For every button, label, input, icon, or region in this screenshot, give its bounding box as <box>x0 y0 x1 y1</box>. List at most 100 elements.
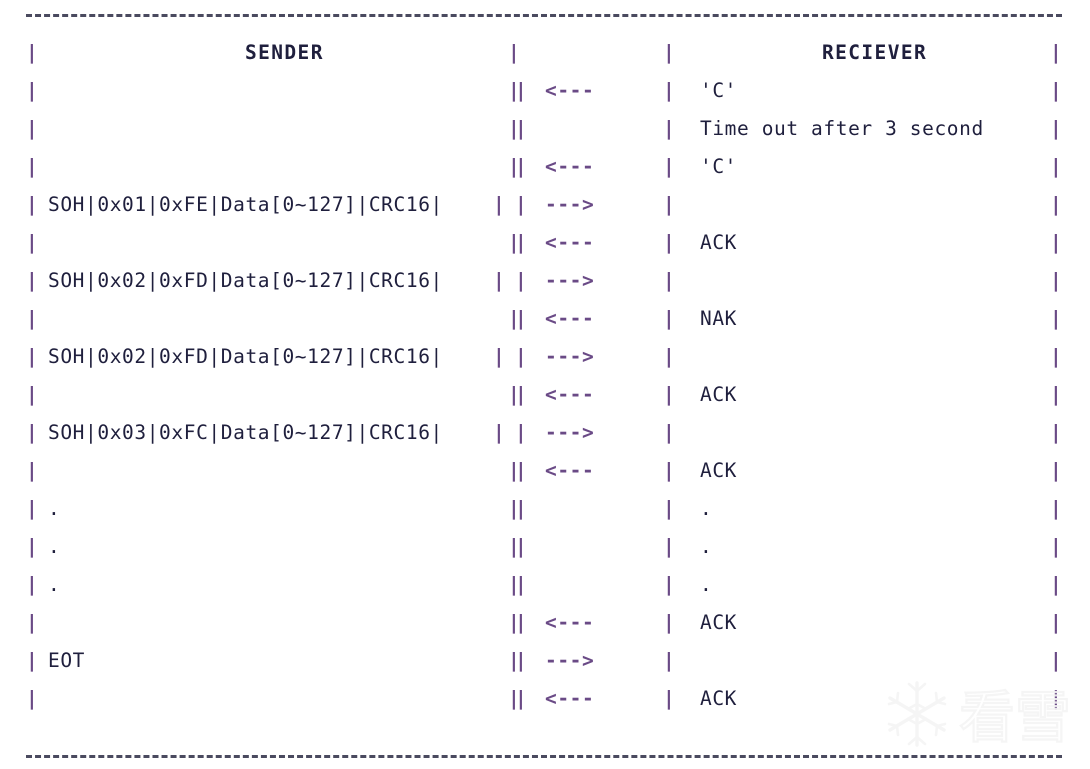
receiver-message: ACK <box>700 459 738 482</box>
diagram-row: |||<---|'C'| <box>0 72 1090 110</box>
diagram-row: | SOH|0x02|0xFD|Data[0~127]|CRC16| | | ---> |… <box>0 338 1090 376</box>
diagram-row: |||<---|ACK| <box>0 376 1090 414</box>
receiver-pipe-right: | <box>1050 41 1063 64</box>
receiver-message: 'C' <box>700 155 738 178</box>
receiver-message: ACK <box>700 231 738 254</box>
sender-ellipsis-dot: . <box>48 535 61 558</box>
sender-packet: SOH|0x03|0xFC|Data[0~127]|CRC16| <box>48 421 443 444</box>
receiver-pipe-right: | <box>1050 687 1063 710</box>
receiver-pipe-left: | <box>663 79 676 102</box>
arrow-right: ---> <box>545 649 595 672</box>
receiver-ellipsis-dot: . <box>700 573 713 596</box>
sender-pipe-left: | <box>26 231 39 254</box>
receiver-pipe-left: | <box>663 497 676 520</box>
arrow-right: ---> <box>545 269 595 292</box>
sender-packet: SOH|0x02|0xFD|Data[0~127]|CRC16| <box>48 345 443 368</box>
sender-pipe-left: | <box>26 573 39 596</box>
receiver-pipe-left: | <box>663 307 676 330</box>
ascii-diagram-grid: | SENDER | | RECIEVER | | | | <--- | 'C' | | | | | Time o… <box>0 34 1090 718</box>
receiver-pipe-right: | <box>1050 649 1063 672</box>
receiver-pipe-right: | <box>1050 345 1063 368</box>
receiver-pipe-left: | <box>663 611 676 634</box>
sender-pipe-left: | <box>26 421 39 444</box>
sender-pipe-right: | <box>493 345 506 368</box>
arrow-left: <--- <box>545 307 595 330</box>
receiver-pipe-right: | <box>1050 421 1063 444</box>
sender-title: SENDER <box>245 41 324 64</box>
sender-pipe-right: | <box>493 193 506 216</box>
receiver-pipe-left: | <box>663 231 676 254</box>
sender-packet: SOH|0x02|0xFD|Data[0~127]|CRC16| <box>48 269 443 292</box>
receiver-message: ACK <box>700 687 738 710</box>
arrow-right: ---> <box>545 345 595 368</box>
sender-pipe-left: | <box>26 345 39 368</box>
diagram-row: |EOT||--->|| <box>0 642 1090 680</box>
receiver-pipe-left: | <box>663 345 676 368</box>
receiver-pipe-left: | <box>663 41 676 64</box>
arrow-lane-pipe-left: | <box>515 421 528 444</box>
sender-pipe-left: | <box>26 497 39 520</box>
receiver-pipe-left: | <box>663 573 676 596</box>
sender-pipe-left: | <box>26 269 39 292</box>
sender-pipe-left: | <box>26 611 39 634</box>
diagram-row: |||<---|'C'| <box>0 148 1090 186</box>
arrow-left: <--- <box>545 687 595 710</box>
arrow-lane-pipe-left: | <box>515 269 528 292</box>
diagram-row: |.|||.| <box>0 566 1090 604</box>
receiver-title: RECIEVER <box>822 41 928 64</box>
arrow-right: ---> <box>545 421 595 444</box>
sender-pipe-right: | <box>508 687 521 710</box>
sender-pipe-left: | <box>26 155 39 178</box>
sender-packet: EOT <box>48 649 86 672</box>
diagram-row: |||<---|ACK| <box>0 452 1090 490</box>
arrow-left: <--- <box>545 611 595 634</box>
receiver-pipe-right: | <box>1050 535 1063 558</box>
diagram-row: |.|||.| <box>0 490 1090 528</box>
receiver-pipe-left: | <box>663 383 676 406</box>
receiver-pipe-right: | <box>1050 497 1063 520</box>
sender-pipe-left: | <box>26 193 39 216</box>
diagram-row: |.|||.| <box>0 528 1090 566</box>
receiver-pipe-right: | <box>1050 231 1063 254</box>
arrow-lane-pipe-left: | <box>515 79 528 102</box>
diagram-border-bottom <box>26 755 1062 758</box>
sender-pipe-right: | <box>508 459 521 482</box>
sender-pipe-left: | <box>26 79 39 102</box>
sender-pipe-right: | <box>508 307 521 330</box>
arrow-lane-pipe-left: | <box>515 155 528 178</box>
sender-pipe-right: | <box>508 649 521 672</box>
sender-pipe-right: | <box>508 535 521 558</box>
arrow-lane-pipe-left: | <box>515 573 528 596</box>
arrow-left: <--- <box>545 79 595 102</box>
receiver-pipe-right: | <box>1050 269 1063 292</box>
sender-pipe-left: | <box>26 117 39 140</box>
arrow-lane-pipe-left: | <box>515 687 528 710</box>
arrow-right: ---> <box>545 193 595 216</box>
receiver-message: Time out after 3 second <box>700 117 984 140</box>
sender-ellipsis-dot: . <box>48 573 61 596</box>
receiver-message: NAK <box>700 307 738 330</box>
receiver-pipe-right: | <box>1050 307 1063 330</box>
sender-packet: SOH|0x01|0xFE|Data[0~127]|CRC16| <box>48 193 443 216</box>
receiver-pipe-left: | <box>663 269 676 292</box>
receiver-pipe-left: | <box>663 459 676 482</box>
arrow-lane-pipe-left: | <box>515 459 528 482</box>
sender-ellipsis-dot: . <box>48 497 61 520</box>
sender-pipe-left: | <box>26 687 39 710</box>
receiver-ellipsis-dot: . <box>700 497 713 520</box>
arrow-lane-pipe-left: | <box>515 231 528 254</box>
receiver-pipe-left: | <box>663 421 676 444</box>
arrow-lane-pipe-left: | <box>515 611 528 634</box>
receiver-message: ACK <box>700 383 738 406</box>
receiver-pipe-right: | <box>1050 155 1063 178</box>
diagram-border-top <box>26 14 1062 17</box>
receiver-pipe-left: | <box>663 649 676 672</box>
sender-pipe-left: | <box>26 535 39 558</box>
diagram-row: |||<---|ACK| <box>0 224 1090 262</box>
sender-pipe-right: | <box>493 421 506 444</box>
diagram-row: ||||Time out after 3 second| <box>0 110 1090 148</box>
receiver-pipe-left: | <box>663 535 676 558</box>
sender-pipe-right: | <box>508 155 521 178</box>
arrow-left: <--- <box>545 459 595 482</box>
